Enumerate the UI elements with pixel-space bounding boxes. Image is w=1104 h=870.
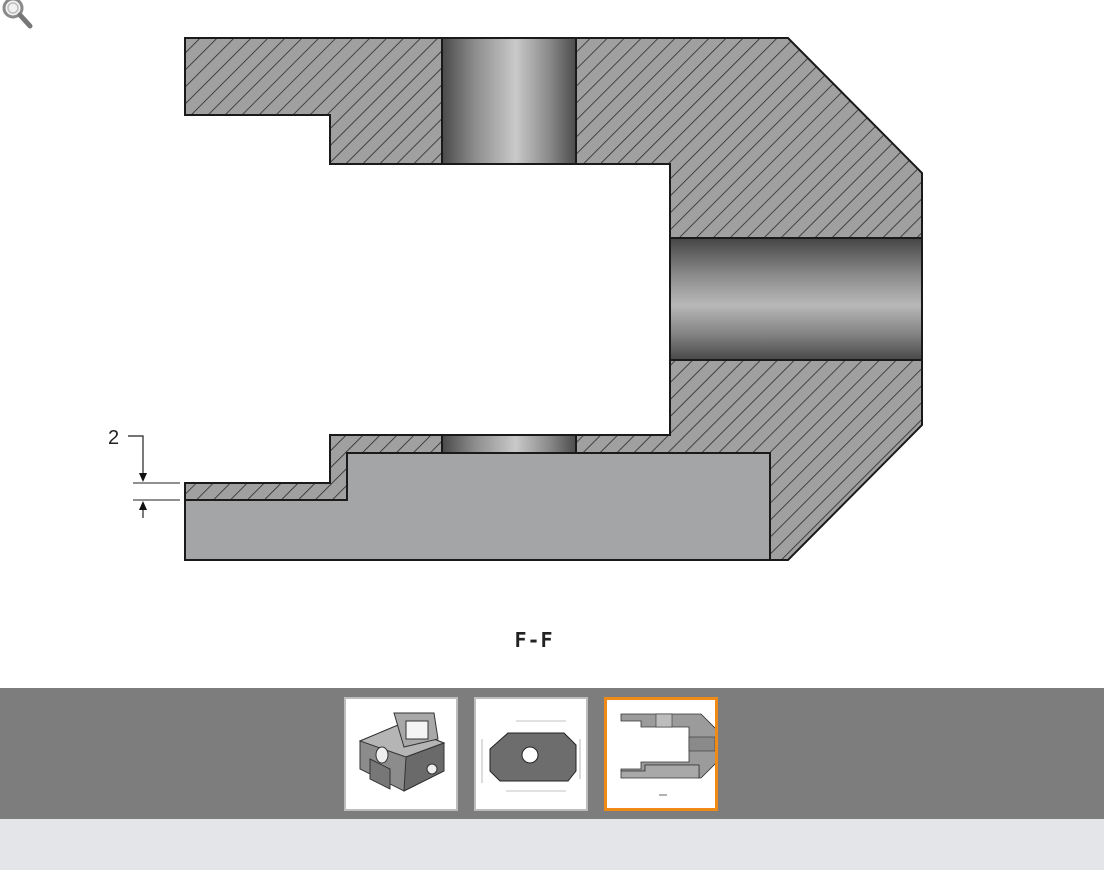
front-view-icon	[481, 720, 581, 792]
thumbnail-3d-view[interactable]	[344, 697, 458, 811]
base-insert	[184, 452, 771, 561]
thumbnail-strip	[0, 688, 1104, 819]
vertical-bore-top	[441, 37, 577, 165]
dimension-callout: 2	[108, 427, 180, 518]
section-drawing: 2	[108, 37, 923, 561]
section-label: F-F	[514, 628, 554, 652]
section-view-icon	[620, 713, 715, 796]
horizontal-bore	[669, 237, 923, 361]
vertical-bore-bottom	[441, 434, 577, 454]
footer-bar	[0, 819, 1104, 870]
zoom-button[interactable]	[0, 0, 34, 30]
image-viewer: 2 F-F	[0, 0, 923, 652]
3d-part-icon	[358, 712, 446, 792]
dimension-value: 2	[108, 427, 119, 449]
magnifier-zoom-icon	[2, 0, 33, 29]
thumbnail-section-f-f[interactable]	[604, 697, 718, 811]
thumbnail-front-view[interactable]	[474, 697, 588, 811]
